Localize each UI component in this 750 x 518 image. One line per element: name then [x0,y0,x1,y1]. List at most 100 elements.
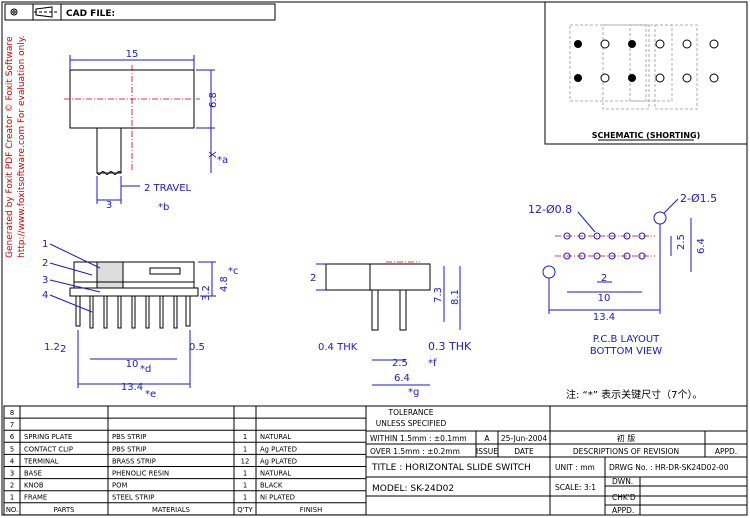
parts-header-material: MATERIALS [152,506,190,514]
parts-cell-qty: 1 [243,433,247,441]
dim-travel: 2 TRAVEL [144,183,192,194]
key-dimension-note: 注: “*” 表示关键尺寸（7个）。 [566,388,702,401]
parts-cell-finish: Ag PLATED [260,457,297,465]
parts-header-no: NO. [6,506,18,514]
issue-label: ISSUE [476,447,498,456]
dim-g: *g [408,387,419,398]
parts-cell-qty: 1 [243,470,247,478]
parts-cell-material: BRASS STRIP [112,457,156,465]
side-view: 2 7.3 8.1 0.4 THK 0.3 THK 2.5 *f 6.4 *g [310,261,472,398]
scale-label: SCALE: 3:1 [555,483,596,492]
parts-header-qty: Q'TY [237,506,253,514]
dim-0-5: 0.5 [189,342,205,353]
parts-cell-no: 7 [10,421,14,429]
dim-3: 3 [106,200,112,211]
parts-cell-qty: 1 [243,494,247,502]
dim-x-label: X [208,151,219,158]
unit-label: UNIT : mm [555,463,595,472]
callout-1: 1 [42,239,48,250]
date-label: DATE [514,447,534,456]
first-edition: 初 版 [617,433,636,443]
parts-cell-material: PBS STRIP [112,445,146,453]
dim-8-1: 8.1 [450,289,461,305]
parts-cell-no: 5 [10,445,14,453]
dim-height-6-8: 6.8 [208,92,219,108]
tolerance-label: TOLERANCE [387,408,433,417]
dim-13-4-pcb: 13.4 [593,312,615,323]
dim-1-2: 1.2 [44,342,60,353]
parts-cell-no: 1 [10,494,14,502]
dim-6-4-side: 6.4 [394,373,410,384]
watermark-line-2: http://www.foxitsoftware.com For evaluat… [17,35,27,258]
unless-specified: UNLESS SPECIFIED [376,419,447,428]
model-label: MODEL: SK-24D02 [372,484,454,494]
parts-cell-material: STEEL STRIP [112,494,154,502]
callout-4: 4 [42,290,48,301]
appd-label: APPD. [715,447,737,456]
dim-2-5-pcb: 2.5 [676,234,687,250]
dim-2-pcb: 2 [601,273,607,284]
parts-header-part: PARTS [53,506,74,514]
schematic: SCHEMATIC (SHORTING) [544,1,748,145]
parts-cell-finish: NATURAL [260,433,291,441]
dwn-label: DWN. [612,477,633,486]
parts-cell-qty: 12 [241,457,250,465]
chkd-label: CHK'D [612,493,636,502]
dim-10-pcb: 10 [598,293,611,304]
parts-cell-material: PBS STRIP [112,433,146,441]
parts-cell-part: SPRING PLATE [24,433,72,441]
cad-file-label: CAD FILE: [66,9,115,19]
parts-cell-material: PHENOLIC RESIN [112,470,169,478]
parts-cell-no: 6 [10,433,14,441]
dim-d: *d [140,364,151,375]
header-strip: CAD FILE: [4,3,276,21]
drawing-title: TITLE : HORIZONTAL SLIDE SWITCH [371,463,531,473]
dim-6-4-pcb: 6.4 [696,238,707,254]
callout-3: 3 [42,275,48,286]
dim-10-front: 10 [126,359,139,370]
pcb-layout: 12-Ø0.8 2-Ø1.5 2.5 6.4 2 10 13.4 P.C.B L… [528,192,717,357]
dim-2-5-side: 2.5 [392,358,408,369]
dim-2-front: 2 [60,344,66,355]
dim-2-side: 2 [310,273,316,284]
pcb-caption-1: P.C.B LAYOUT [593,334,660,345]
parts-cell-qty: 1 [243,445,247,453]
revision-date: 25-Jun-2004 [501,434,547,443]
thk-0-3: 0.3 THK [428,340,472,353]
dim-e: *e [145,389,156,400]
parts-cell-part: FRAME [24,494,47,502]
title-block: TOLERANCE UNLESS SPECIFIED WITHIN 1.5mm … [365,405,748,516]
dim-b: *b [158,202,169,213]
hole-small-label: 12-Ø0.8 [528,203,572,216]
projection-symbol-icon [10,6,58,18]
dim-7-3: 7.3 [433,287,444,303]
dim-a: *a [217,155,228,166]
dim-f: *f [428,358,437,369]
parts-cell-part: CONTACT CLIP [24,445,73,453]
drawing-number: DRWG No. : HR-DR-SK24D02-00 [609,463,729,472]
thk-0-4: 0.4 THK [318,342,358,353]
parts-cell-no: 3 [10,470,14,478]
revision-letter: A [484,434,490,443]
schematic-caption: SCHEMATIC (SHORTING) [592,131,700,140]
front-view: 1 2 3 4 4.8 *c 3.2 1.2 2 0.5 10 *d 13.4 … [42,239,239,400]
pcb-caption-2: BOTTOM VIEW [590,346,662,357]
tolerance-within: WITHIN 1.5mm : ±0.1mm [370,434,467,443]
parts-cell-no: 4 [10,457,14,465]
pcb-holes [542,211,667,279]
parts-cell-part: TERMINAL [23,457,59,465]
parts-cell-finish: NATURAL [260,470,291,478]
parts-cell-finish: Ag PLATED [260,445,297,453]
dim-4-8: 4.8 [219,276,230,292]
callout-2: 2 [42,258,48,269]
parts-cell-part: BASE [24,470,42,478]
appd-label-2: APPD. [612,506,634,515]
parts-cell-no: 8 [10,409,14,417]
schematic-contacts [574,39,719,83]
dim-13-4-front: 13.4 [121,382,143,393]
parts-cell-no: 2 [10,482,14,490]
dim-3-2: 3.2 [201,285,212,301]
parts-cell-qty: 1 [243,482,247,490]
